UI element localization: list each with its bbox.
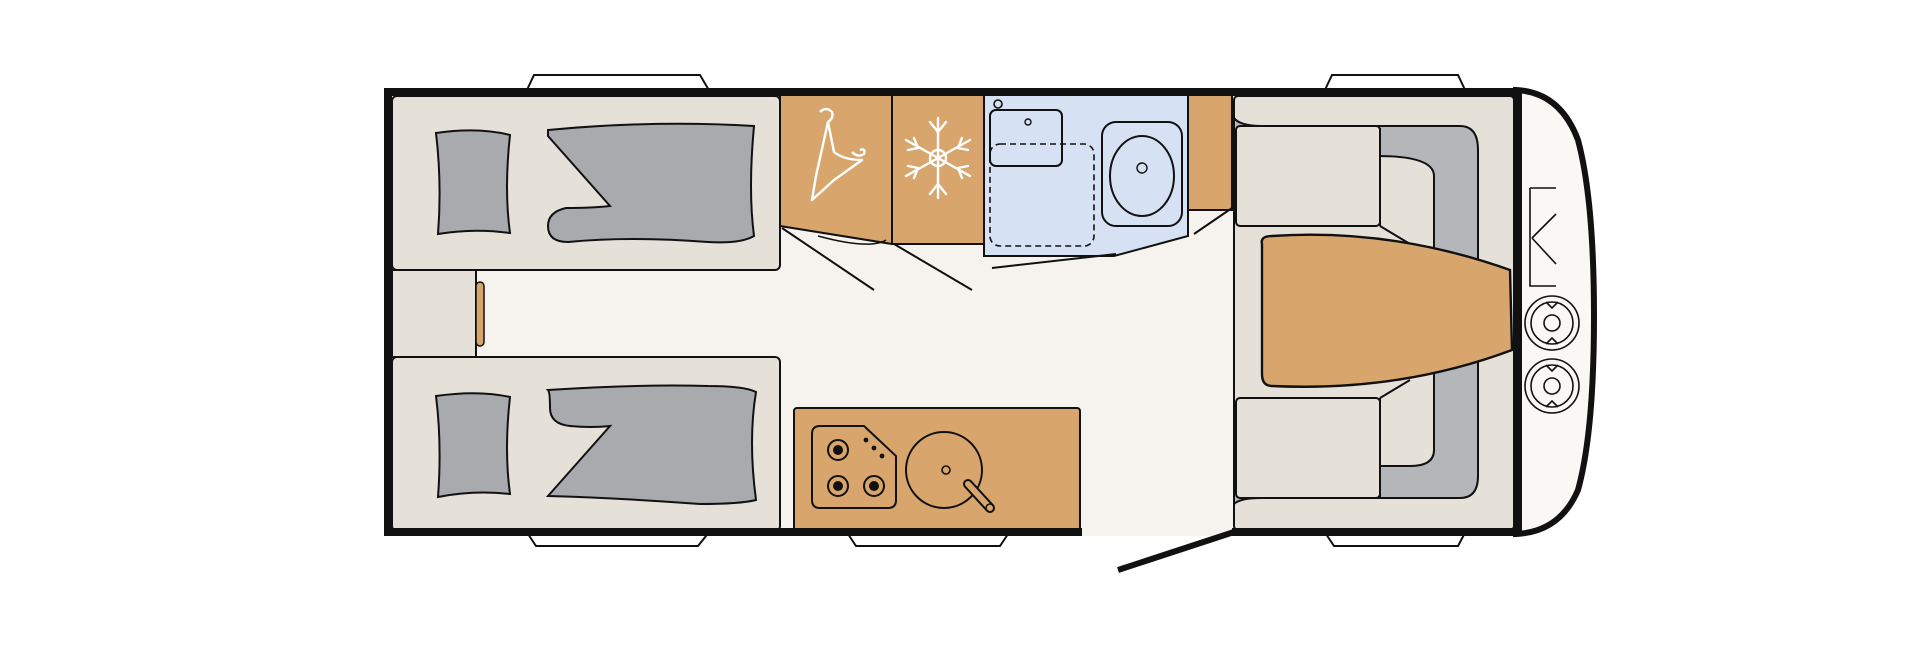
seat-backrest [1233,115,1479,507]
front-nose [1513,86,1598,538]
washroom [983,91,1189,269]
wardrobe-door-swing [781,227,875,291]
mattress-icon [546,122,756,244]
bedside-light [475,281,485,347]
shower-tray-icon [989,143,1095,247]
round-sink-icon [905,431,995,513]
gas-locker [1524,187,1580,414]
front-dinette [1233,95,1515,531]
hanger-icon [810,107,866,202]
toilet-icon [1101,121,1183,227]
side-cabinet [1187,91,1233,235]
snowflake-icon [904,116,972,200]
pillow-icon [434,392,512,499]
fridge [891,91,985,291]
bedside-shelf [391,269,477,358]
entry-door [1117,529,1235,573]
gas-bottle-icon [1524,295,1580,351]
kitchen-counter [793,407,1081,533]
door-gap [1082,526,1232,536]
washroom-door-swing [991,253,1117,269]
dinette-table [1260,233,1514,388]
outer-wall [384,88,1522,536]
mattress-icon [545,384,758,506]
pillow-icon [434,129,512,236]
fridge-door-swing [893,243,973,291]
gas-locker-lid-icon [1529,187,1557,287]
seat-cushion-bottom [1235,397,1381,499]
rear-bed-area [391,95,781,532]
washbasin-icon [989,99,1063,167]
seat-cushion-top [1235,125,1381,227]
gas-bottle-icon [1524,358,1580,414]
gas-hob-icon [811,425,897,509]
